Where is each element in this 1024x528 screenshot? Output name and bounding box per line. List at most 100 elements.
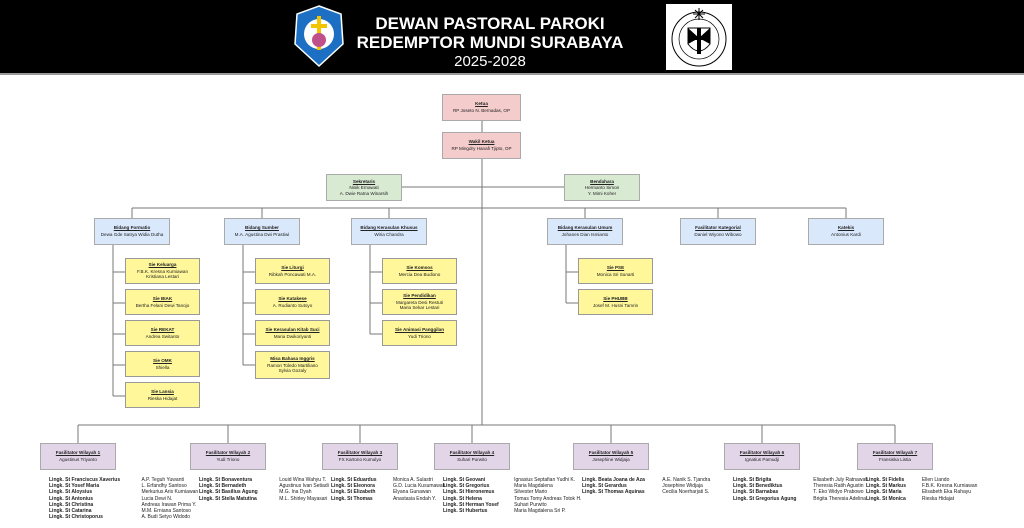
header-banner: DEWAN PASTORAL PAROKI REDEMPTOR MUNDI SU…	[0, 0, 1024, 75]
box-person: FX Kartono Kumulyo	[338, 457, 382, 462]
lingkungan-name: Lingk. St Bernadeth	[199, 483, 247, 490]
box-title: Sie OMK	[153, 357, 172, 363]
box-person: M.A. Agustina Dwi Prastiwi	[234, 232, 290, 237]
box-person: Bertha Felani Dewi Tanojo	[135, 302, 190, 308]
box-title: Sie Katakese	[278, 295, 307, 301]
box-title: Sekretaris	[352, 178, 376, 184]
lingkungan-leader: T. Eko Widyo Prabowo	[813, 489, 864, 496]
box-person: Suhari Purwito	[457, 457, 487, 462]
lingkungan-name: Lingk. St Markus	[866, 483, 907, 490]
box-title: Bidang Kerasulan Khusus	[360, 225, 418, 231]
box-title: Fasilitator Wilayah 3	[337, 450, 383, 456]
lingkungan-row: Lingk. St Benediktus Theresia Ratih Agust…	[733, 483, 868, 489]
lingkungan-leader: G.D. Lucia Kusumawati	[392, 483, 446, 490]
box-person: Monica Sri Sunarti	[596, 271, 635, 277]
lingkungan-leader: A.E. Nanik S. Tjandra	[662, 477, 711, 483]
box-person: Antonius Kardi	[831, 232, 861, 237]
lingkungan-row: Lingk. St Eleonora G.D. Lucia Kusumawati	[331, 483, 445, 489]
lingkungan-name: Lingk. St Helena	[443, 495, 482, 502]
lingkungan-leader: Elyana Gunawan	[392, 489, 432, 496]
lingkungan-leader: Cecilia Noerharjati S.	[662, 489, 710, 496]
lingkungan-leader: A. Budi Setyo Widodo	[141, 514, 191, 521]
lingkungan-name: Lingk. St Gregorius	[443, 483, 490, 490]
box-title: Bendahara	[590, 178, 614, 184]
box-person: A. Dwie Ratna Winarsih	[339, 190, 389, 196]
box-person: Margareta Desi Restuti	[396, 299, 443, 305]
box-person: Daniel Wiyono Wibowo	[694, 232, 742, 237]
box-title: Fasilitator Kategorial	[695, 225, 741, 231]
lingkungan-leader: Silvester Mario	[514, 489, 548, 496]
parish-logo	[294, 5, 344, 68]
box-person: F.B.K. Kresna Kurniawan	[136, 268, 189, 274]
box-person: RP Joseto N. Bernadas, OP	[452, 108, 511, 113]
lingkungan-leader: F.B.K. Kresna Kurniawan	[921, 483, 978, 490]
box-person: Rieska Hidajat	[147, 395, 178, 401]
lingkungan-leader: Theresia Ratih Agustin	[813, 483, 864, 490]
lingkungan-leader: Elisabeth July Ratnawati	[813, 477, 868, 483]
lingkungan-leader: L. Erfandhy Santoso	[141, 483, 187, 490]
box-title: Sie Pendidikan	[403, 293, 436, 299]
box-title: Wakil Ketua	[468, 139, 495, 145]
lingkungan-name: Lingk. St Fidelis	[866, 477, 905, 483]
box-person: A. Rudianto Sutoyo	[272, 302, 313, 308]
lingkungan-name: Lingk. St Hubertus	[443, 508, 488, 515]
lingkungan-leader: Monica A. Sulastri	[392, 477, 433, 483]
lingkungan-name: Lingk. St Monica	[866, 495, 906, 502]
box-person: Maria Sekar Lestari	[399, 305, 440, 311]
box-person: RP Mingdry Hanafi Tjipto, OP	[451, 146, 512, 151]
lingkungan-leader: Louid Wina Wahyu T.	[279, 477, 327, 483]
lingkungan-name: Lingk. St Stella Matutina	[199, 495, 257, 502]
dominican-seal-logo	[666, 4, 732, 70]
lingkungan-row: Lingk. St Elizabeth Elyana Gunawan	[331, 489, 445, 495]
box-person: Yudi Triono	[408, 333, 431, 339]
box-title: Fasilitator Wilayah 1	[55, 450, 101, 456]
lingkungan-name: Lingk. St Benediktus	[733, 483, 783, 490]
box-person: Ramon Toledo Martiliano	[267, 362, 318, 368]
lingkungan-name: Lingk. St Elizabeth	[331, 489, 376, 496]
lingkungan-leader: Ellen Liando	[921, 477, 950, 483]
box-title: Sie Keluarga	[148, 262, 177, 268]
lingkungan-leader: Anastasia Endah Y.	[392, 495, 437, 502]
box-person: Sylvia Gozaly	[278, 368, 307, 374]
lingkungan-leader: Brigita Theresia Adelina	[813, 495, 866, 502]
title-line-2: REDEMPTOR MUNDI SURABAYA	[356, 33, 624, 52]
lingkungan-leader: Ignasius Septafian Yudhi K.	[514, 477, 576, 483]
box-person: Ninik Ernawati	[349, 185, 379, 191]
lingkungan-name: Lingk. Beata Joana de Aza	[582, 477, 645, 483]
lingkungan-leader: M.L. Shirley Mayasari	[279, 495, 328, 502]
box-person: Johanes Dian Ismianto	[561, 232, 609, 237]
lingkungan-name: Lingk. St Eleonora	[331, 483, 375, 490]
